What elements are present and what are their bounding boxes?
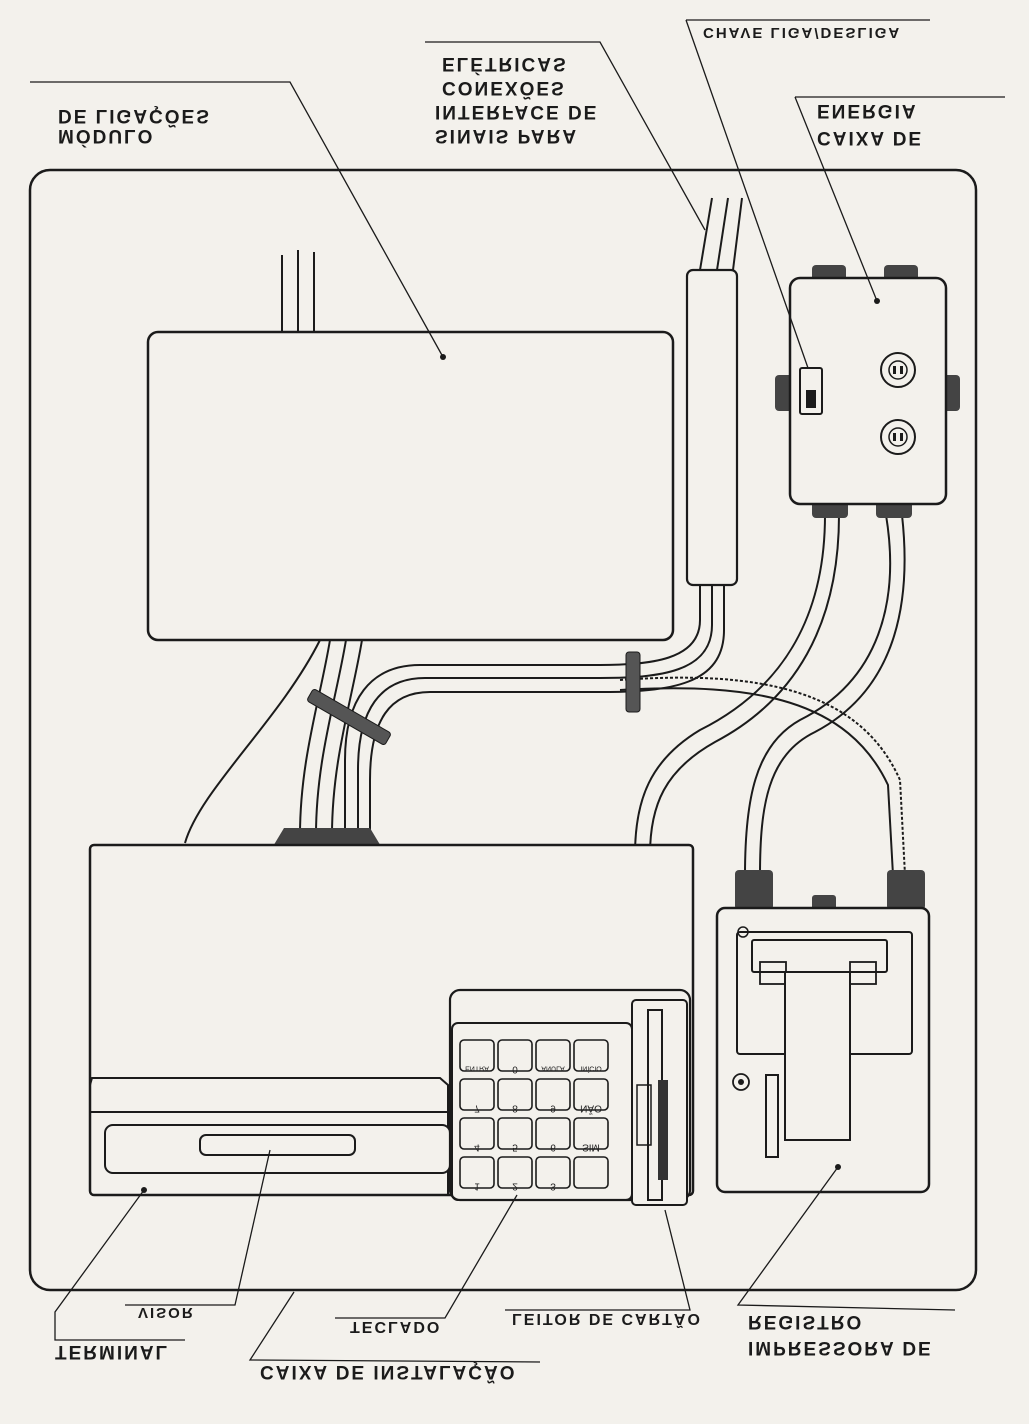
modulo-de-ligacoes-box (146, 330, 675, 642)
keypad-key (535, 1039, 571, 1072)
leader-lines (30, 19, 1005, 1363)
keypad-key-label: 6 (550, 1142, 556, 1153)
keypad-key (573, 1156, 609, 1189)
keypad-key (497, 1039, 533, 1072)
keypad-key-label: 8 (512, 1103, 518, 1114)
label-energia-line2: CAIXA DE (817, 127, 923, 148)
impressora-de-registro (715, 870, 931, 1194)
cable-tie (625, 651, 641, 713)
keypad-key-label: 7 (474, 1103, 480, 1114)
label-instalacao: CAIXA DE INSTALAÇÃO (260, 1361, 517, 1383)
keypad-key (497, 1117, 533, 1150)
keypad-key-label: SIM (582, 1142, 600, 1153)
keypad-key (535, 1078, 571, 1111)
label-sinais-line3: INTERFACE DE (435, 101, 598, 122)
labels: DE LIGAÇÕES MÓDULO ELÉTRICAS CONEXÕES IN… (55, 24, 933, 1383)
keypad-key-label: 2 (512, 1181, 518, 1192)
keypad-key (573, 1039, 609, 1072)
label-modulo-line1: DE LIGAÇÕES (58, 105, 211, 127)
keypad-key (535, 1117, 571, 1150)
label-impressora-line2: IMPRESSORA DE (748, 1337, 933, 1358)
installation-box-outline (28, 168, 978, 1292)
keypad-key-label: ANULA (541, 1065, 565, 1072)
keypad-key-label: 5 (512, 1142, 518, 1153)
keypad-key-label: 0 (512, 1064, 518, 1075)
keypad-key (573, 1117, 609, 1150)
keypad-key (459, 1039, 495, 1072)
keypad-key-label: 3 (550, 1181, 556, 1192)
keypad-key-label: 1 (474, 1181, 480, 1192)
power-outlet-icon (880, 352, 916, 388)
keypad-key (459, 1117, 495, 1150)
keypad-key (573, 1078, 609, 1111)
label-sinais-line2: CONEXÕES (442, 77, 566, 99)
cable-tie (307, 689, 391, 745)
keypad-key (535, 1156, 571, 1189)
keypad-key (459, 1078, 495, 1111)
visor-display (104, 1124, 451, 1174)
keypad-key (497, 1156, 533, 1189)
keypad-key-label: ENTRA (465, 1065, 489, 1072)
keypad-key-label: 9 (550, 1103, 556, 1114)
label-leitor: LEITOR DE CARTÃO (512, 1310, 702, 1330)
label-terminal: TERMINAL (55, 1341, 169, 1362)
cables (184, 197, 906, 876)
keypad-grid: ENTRA 0 ANULA INÍCIO 7 8 9 NÃO 4 5 6 SIM 1 2 3 (459, 1039, 609, 1192)
label-impressora-line1: REGISTRO (748, 1311, 863, 1332)
label-energia-line1: ENERGIA (817, 100, 918, 121)
label-chave: CHAVE LIGA/DESLIGA (703, 24, 901, 41)
label-sinais-line1: ELÉTRICAS (442, 53, 568, 75)
label-sinais-line4: SINAIS PARA (435, 125, 578, 146)
power-outlet-icon (880, 419, 916, 455)
power-switch-icon (799, 367, 823, 415)
interface-conduit (685, 268, 739, 587)
label-modulo-line2: MÓDULO (58, 125, 154, 147)
label-visor: VISOR (138, 1304, 195, 1321)
label-teclado: TECLADO (350, 1318, 441, 1335)
keypad-key (459, 1156, 495, 1189)
leitor-de-cartao (631, 999, 688, 1206)
keypad-key-label: INÍCIO (580, 1065, 602, 1074)
keypad-key-label: NÃO (580, 1103, 602, 1116)
keypad-key (497, 1078, 533, 1111)
keypad-key-label: 4 (474, 1142, 480, 1153)
